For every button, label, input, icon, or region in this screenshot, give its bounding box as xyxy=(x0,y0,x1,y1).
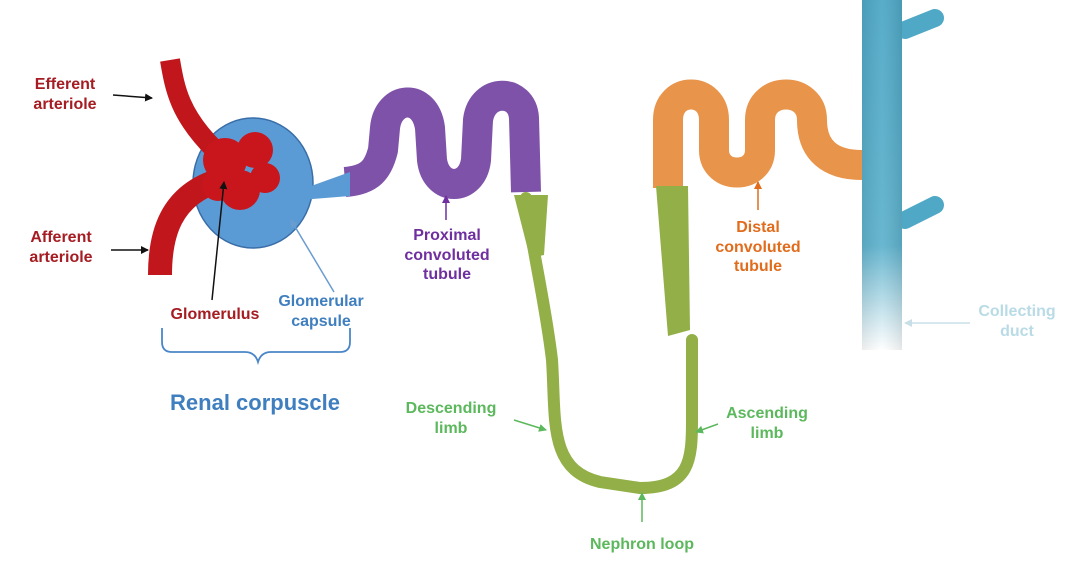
top-cropped-text xyxy=(380,0,780,4)
nephron-loop-tube xyxy=(514,186,698,495)
collecting-duct xyxy=(862,0,944,350)
distal-tubule xyxy=(653,79,863,188)
renal-corpuscle-bracket xyxy=(161,328,351,366)
glomerulus-arrow xyxy=(211,181,228,301)
proximal-tubule xyxy=(343,80,541,199)
capsule-arrow xyxy=(290,219,335,293)
label-renal-corpuscle: Renal corpuscle xyxy=(170,390,340,415)
descending-arrow xyxy=(513,419,547,432)
label-glomerulus: Glomerulus xyxy=(170,306,260,323)
glomerulus-tuft xyxy=(202,132,280,210)
renal-corpuscle-drawing xyxy=(148,58,350,276)
label-nephron-loop: Nephron loop xyxy=(590,536,694,553)
ascending-arrow xyxy=(695,423,719,434)
efferent-arrow xyxy=(112,93,153,102)
